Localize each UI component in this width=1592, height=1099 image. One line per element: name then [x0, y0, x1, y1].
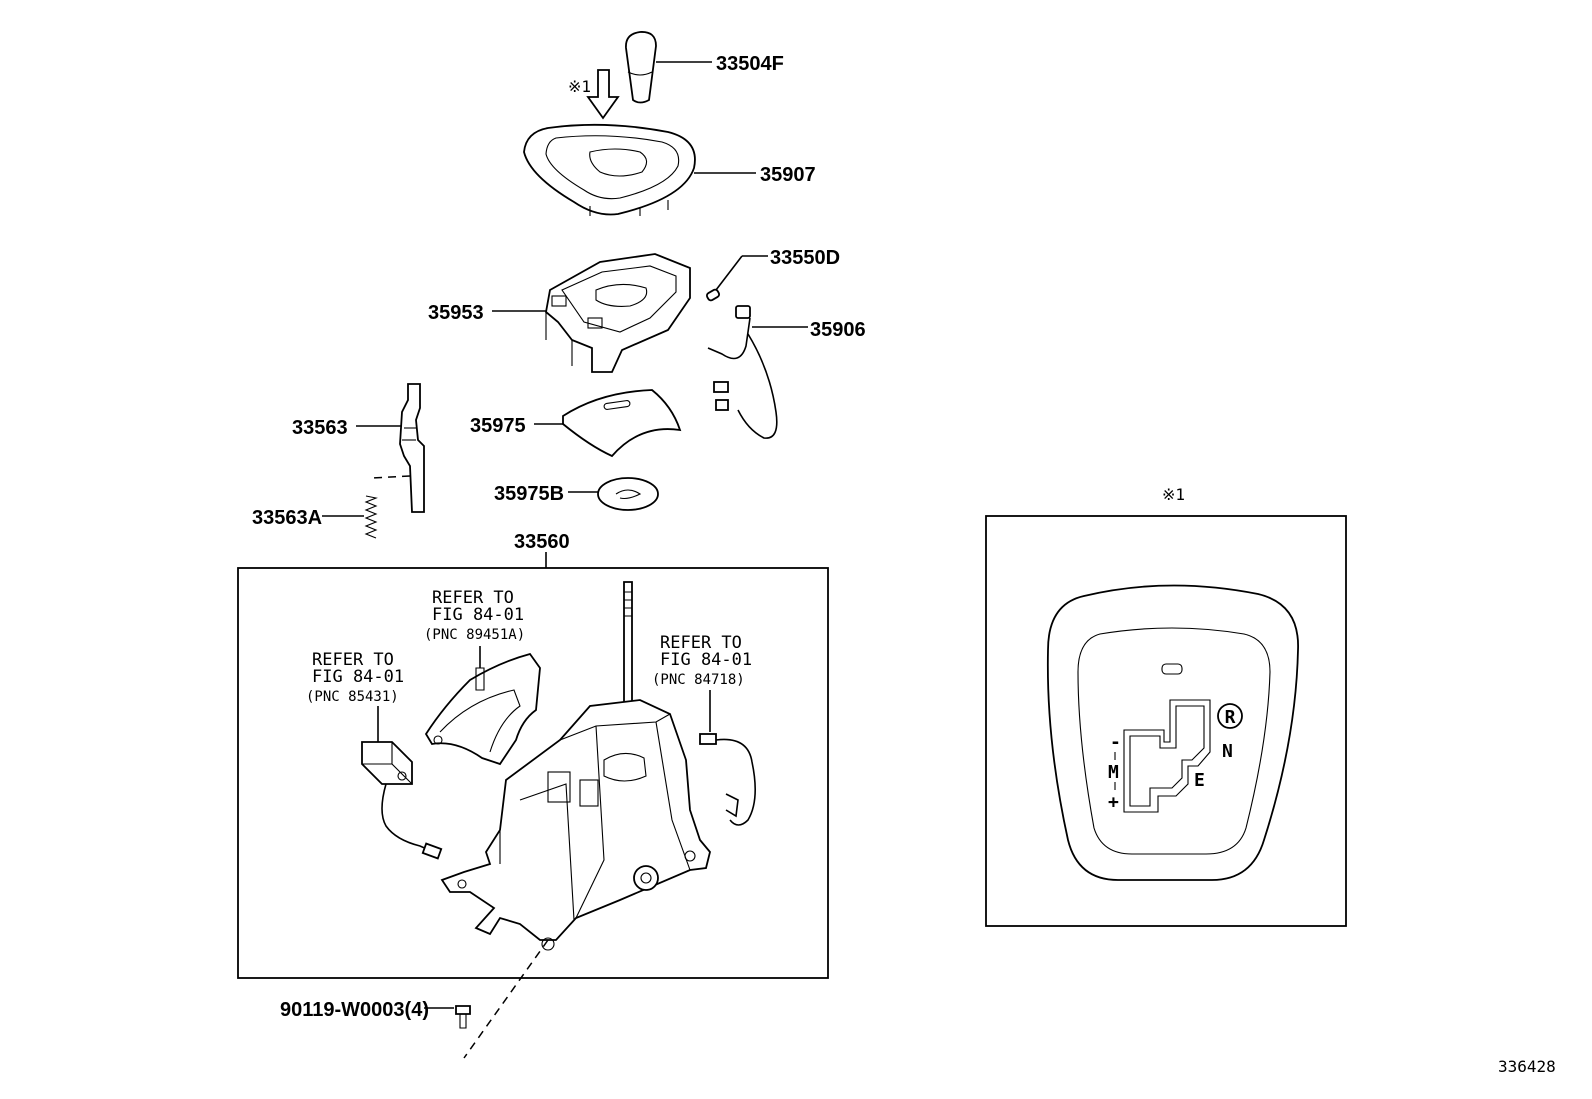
part-label-90119[interactable]: 90119-W0003(4): [280, 999, 429, 1021]
switch-module[interactable]: [361, 706, 443, 860]
part-label-35907[interactable]: 35907: [760, 164, 816, 186]
part-label-33550d[interactable]: 33550D: [770, 247, 840, 269]
mounting-bolt[interactable]: [424, 939, 549, 1059]
note-mark-1: ※1: [568, 77, 591, 96]
ref-1-line1: REFER TO: [432, 588, 514, 608]
part-label-35975b[interactable]: 35975B: [494, 483, 564, 505]
lock-spring[interactable]: [322, 495, 378, 539]
shift-lock-lever[interactable]: [356, 383, 425, 513]
gate-e-label: E: [1194, 770, 1205, 791]
gate-m-label: M: [1108, 762, 1119, 783]
ref-3-line2: FIG 84-01: [660, 650, 752, 670]
part-label-33560[interactable]: 33560: [514, 531, 570, 553]
ref-2-pnc: (PNC 85431): [306, 689, 399, 705]
part-label-33504f[interactable]: 33504F: [716, 53, 784, 75]
gate-minus-label: -: [1110, 732, 1121, 753]
ref-1-pnc: (PNC 89451A): [424, 627, 525, 643]
position-sensor[interactable]: [424, 646, 541, 766]
indicator-bulb[interactable]: [706, 255, 768, 302]
assembly-frame: [237, 567, 829, 979]
lever-harness[interactable]: [699, 690, 756, 826]
detail-bezel: [1046, 584, 1299, 881]
part-label-33563[interactable]: 33563: [292, 417, 348, 439]
view-arrow: [586, 69, 620, 120]
part-label-35906[interactable]: 35906: [810, 319, 866, 341]
ref-3-pnc: (PNC 84718): [652, 672, 745, 688]
gate-plus-label: +: [1108, 792, 1119, 813]
detail-frame: [985, 515, 1347, 927]
gate-r-mark: R: [1217, 703, 1243, 729]
part-label-35975[interactable]: 35975: [470, 415, 526, 437]
shift-knob[interactable]: [625, 31, 712, 104]
shift-bezel[interactable]: [523, 123, 756, 216]
slide-cover-b[interactable]: [568, 477, 659, 511]
gate-r-label: R: [1225, 707, 1236, 728]
shift-lever-assembly[interactable]: [440, 581, 711, 951]
part-label-33563a[interactable]: 33563A: [252, 507, 322, 529]
figure-code: 336428: [1498, 1057, 1556, 1076]
indicator-housing[interactable]: [492, 253, 691, 373]
ref-2-line2: FIG 84-01: [312, 667, 404, 687]
ref-1-line2: FIG 84-01: [432, 605, 524, 625]
ref-2-line1: REFER TO: [312, 650, 394, 670]
gate-n-label: N: [1222, 741, 1233, 762]
part-label-35953[interactable]: 35953: [428, 302, 484, 324]
ref-3-line1: REFER TO: [660, 633, 742, 653]
indicator-wire[interactable]: [707, 305, 808, 439]
slide-cover[interactable]: [534, 389, 682, 458]
detail-note-mark: ※1: [1162, 485, 1185, 504]
